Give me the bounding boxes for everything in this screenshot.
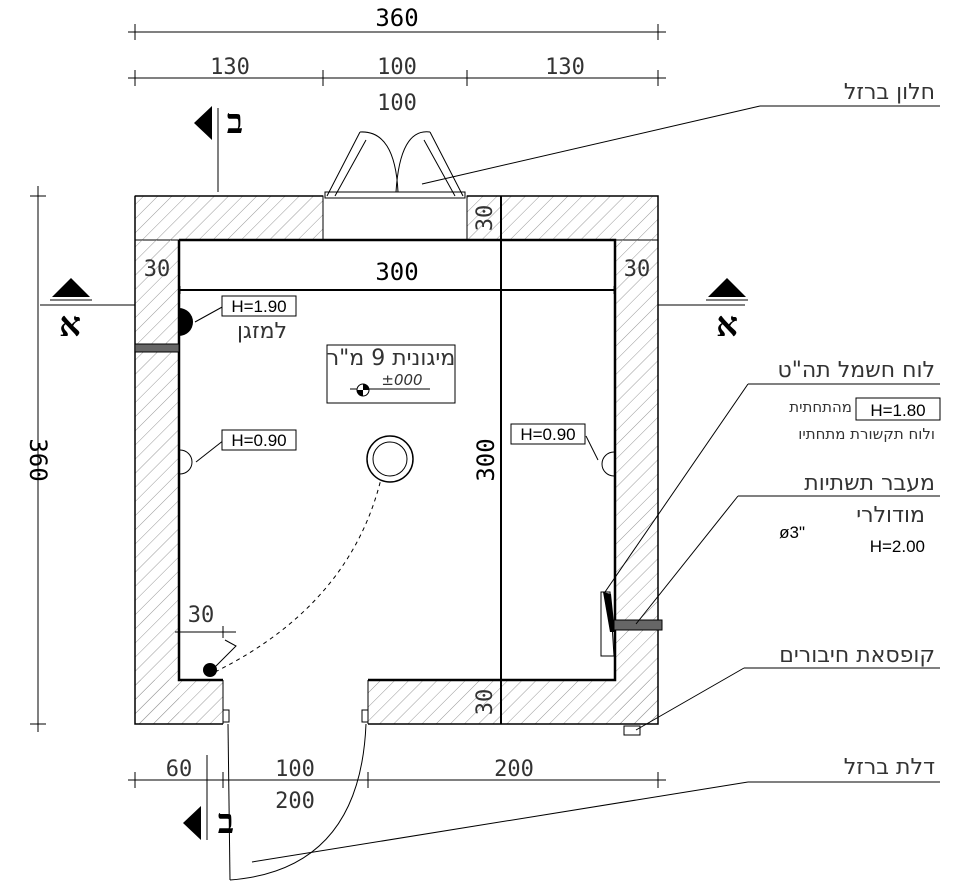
left-dimension [30, 186, 46, 732]
label-panel-note-1: מהתחתית [789, 398, 852, 416]
section-marker-b-bottom [183, 755, 208, 840]
leader-steel-door [251, 781, 749, 863]
label-panel-note-2: ולוח תקשורת מתחתיו [798, 425, 935, 443]
dim-wall-left: 30 [144, 257, 171, 282]
ac-outlet [134, 295, 297, 353]
dim-bottom-right: 200 [494, 757, 534, 782]
steel-window [324, 131, 466, 199]
leader-infra [635, 495, 739, 625]
dim-top-mid: 100 [377, 55, 417, 80]
ac-height-label: H=1.90 [231, 297, 286, 316]
dim-wall-right: 30 [624, 257, 651, 282]
label-junction-box: קופסאת חיבורים [779, 643, 935, 668]
dim-window-width: 100 [377, 91, 417, 116]
walls [134, 195, 659, 725]
label-modular: מודולרי [856, 503, 925, 528]
socket-left [179, 429, 297, 475]
dim-bottom-total: 200 [275, 789, 315, 814]
section-marker-b-top [194, 106, 219, 192]
room-level: ±000 [381, 371, 422, 389]
label-modular-height: H=2.00 [870, 537, 925, 556]
label-steel-window: חלון ברזל [844, 80, 935, 105]
leader-electric-panel [604, 383, 749, 593]
label-infra-passage: מעבר תשתיות [804, 471, 935, 496]
section-marker-a-left [40, 278, 135, 306]
section-marker-a-right [658, 278, 748, 306]
dim-bottom-left: 60 [166, 757, 193, 782]
steel-door [222, 709, 369, 881]
inner-swing-arc [214, 459, 386, 673]
dim-bottom-mid: 100 [275, 757, 315, 782]
ac-label: למזגן [237, 319, 287, 344]
label-panel-height: H=1.80 [870, 401, 925, 420]
socket-right-height: H=0.90 [520, 425, 575, 444]
section-label-a-left: א [59, 305, 81, 345]
dim-inner-height: 300 [472, 438, 500, 481]
socket-left-height: H=0.90 [231, 431, 286, 450]
junction-box [623, 725, 641, 736]
door-stop [203, 663, 217, 677]
label-modular-size: ø3" [779, 523, 805, 542]
label-steel-door: דלת ברזל [844, 755, 935, 780]
room-name: מיגונית 9 מ"ר [327, 346, 456, 371]
label-electric-panel: לוח חשמל תה"ט [778, 358, 935, 383]
floor-drain [366, 435, 414, 483]
dim-left-total: 360 [24, 438, 52, 481]
section-label-b-bottom: ב [218, 802, 234, 842]
dim-wall-bottom: 30 [473, 689, 498, 716]
electric-panel [600, 591, 663, 657]
bottom-dimensions [128, 772, 666, 788]
dim-top-total: 360 [375, 4, 418, 32]
dim-door-offset: 30 [188, 603, 215, 628]
top-dimensions [128, 24, 666, 86]
dim-top-right: 130 [545, 55, 585, 80]
section-label-b-top: ב [227, 102, 243, 142]
room-label-box [326, 344, 456, 404]
dim-inner-width: 300 [375, 258, 418, 286]
dim-top-left: 130 [210, 55, 250, 80]
dim-wall-top: 30 [473, 205, 498, 232]
leader-steel-window [421, 105, 761, 185]
section-label-a-right: א [716, 305, 738, 345]
socket-right [510, 423, 615, 477]
door-stop-leader [214, 639, 237, 668]
leader-junction-box [635, 667, 745, 731]
